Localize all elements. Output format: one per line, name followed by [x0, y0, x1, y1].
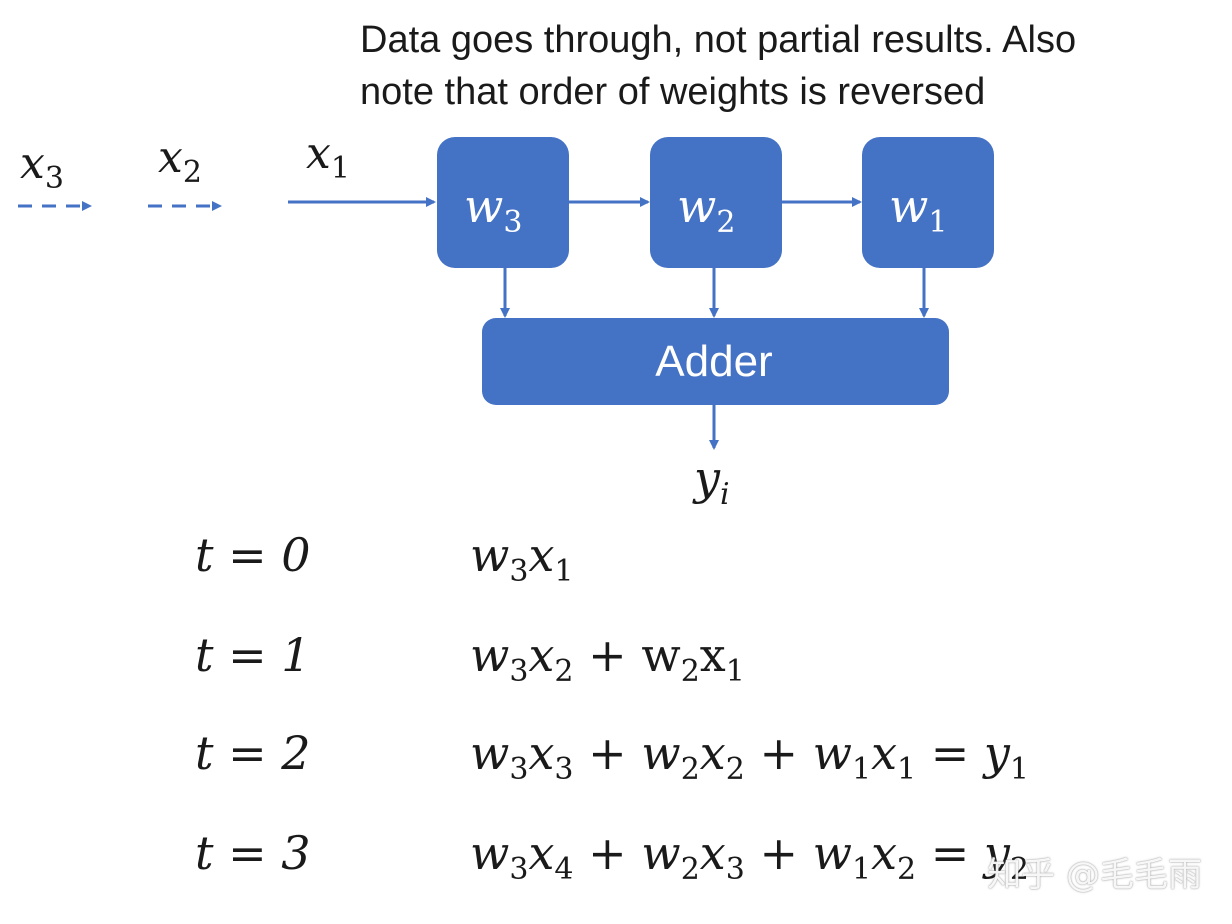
- weight-w1-label: w1: [889, 179, 947, 240]
- timestep-row: t = 1 w3x2 + w2x1: [0, 628, 1232, 698]
- timestep-label: t = 2: [195, 726, 311, 780]
- timestep-row: t = 3 w3x4 + w2x3 + w1x2 = y2: [0, 826, 1232, 896]
- input-x1-label: x1: [306, 128, 350, 186]
- note-line-2: note that order of weights is reversed: [360, 71, 986, 113]
- adder-label: Adder: [655, 337, 772, 386]
- weight-box-w1: [862, 137, 994, 268]
- annotation-note: Data goes through, not partial results. …: [360, 14, 1160, 118]
- note-line-1: Data goes through, not partial results. …: [360, 19, 1077, 61]
- input-x3-label: x3: [20, 138, 64, 196]
- timestep-row: t = 2 w3x3 + w2x2 + w1x1 = y1: [0, 726, 1232, 796]
- weight-w3-label: w3: [464, 179, 522, 240]
- watermark: 知乎 @毛毛雨: [987, 855, 1202, 895]
- adder-box: [482, 318, 949, 405]
- timestep-expression: w3x3 + w2x2 + w1x1 = y1: [470, 726, 1030, 787]
- weight-w2-label: w2: [677, 179, 735, 240]
- timestep-expression: w3x4 + w2x3 + w1x2 = y2: [470, 826, 1030, 887]
- weight-box-w2: [650, 137, 782, 268]
- timestep-label: t = 1: [195, 628, 311, 682]
- timestep-label: t = 3: [195, 826, 311, 880]
- timestep-label: t = 0: [195, 528, 311, 582]
- input-x2-label: x2: [158, 132, 202, 190]
- timestep-row: t = 0 w3x1: [0, 528, 1232, 598]
- timestep-expression: w3x2 + w2x1: [470, 628, 745, 689]
- timestep-expression: w3x1: [470, 528, 574, 589]
- weight-box-w3: [437, 137, 569, 268]
- output-y-label: yi: [692, 451, 730, 512]
